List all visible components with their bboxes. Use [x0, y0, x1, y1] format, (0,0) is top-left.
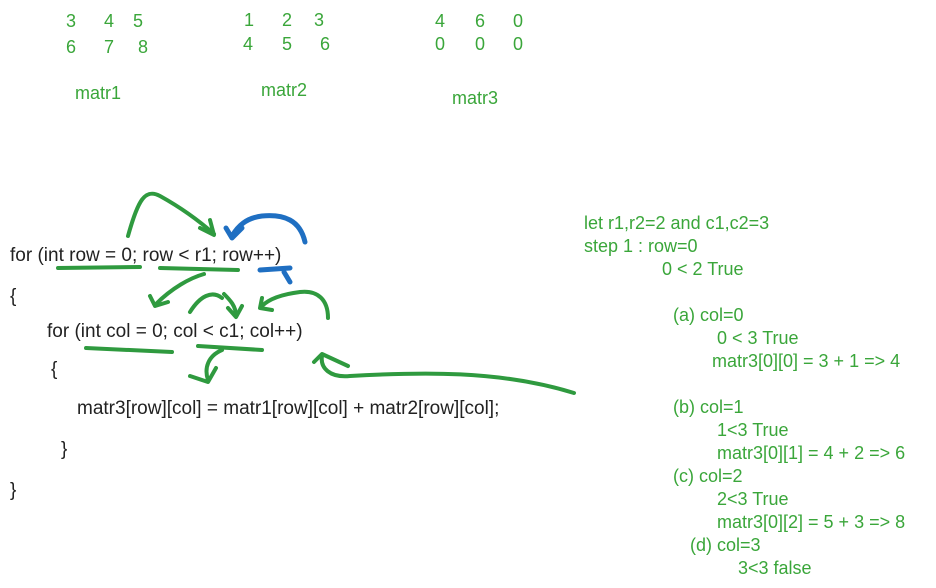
trace-b-result: matr3[0][1] = 4 + 2 => 6 [717, 443, 906, 463]
trace-given: let r1,r2=2 and c1,c2=3 [584, 213, 770, 233]
arrow-head-condition [198, 218, 216, 237]
matr2-cell-0-2: 3 [314, 10, 325, 30]
trace-a-col: (a) col=0 [673, 305, 744, 325]
matr2-cell-0-0: 1 [244, 10, 255, 30]
underline-col-cond [196, 344, 264, 352]
matr3-cell-0-0: 4 [435, 11, 446, 31]
underline-col-init [84, 346, 174, 354]
matr3-cell-0-2: 0 [513, 11, 524, 31]
matr1-cell-0-2: 5 [133, 11, 144, 31]
code-line-inner-open-brace: { [51, 359, 58, 380]
matr2-cell-1-2: 6 [320, 34, 331, 54]
arrow-head-body-return [312, 352, 350, 368]
matr3-cell-1-0: 0 [435, 34, 446, 54]
matr2-label: matr2 [261, 80, 308, 100]
trace-b-check: 1<3 True [717, 420, 789, 440]
trace-c-result: matr3[0][2] = 5 + 3 => 8 [717, 512, 906, 532]
matr1-cell-1-0: 6 [66, 37, 77, 57]
code-line-inner-close-brace: } [61, 439, 68, 460]
matr1-label: matr1 [75, 83, 122, 103]
trace-c-check: 2<3 True [717, 489, 789, 509]
arrow-inner-loop-b [222, 292, 238, 318]
matr3-cell-1-2: 0 [513, 34, 524, 54]
blue-hook-increment [281, 269, 293, 285]
arrow-head-inner-1 [148, 294, 170, 308]
arrow-increment-return [260, 289, 330, 320]
code-line-outer-open-brace: { [10, 286, 17, 307]
blue-arrow-increment-to-condition [229, 213, 308, 245]
matr1-cell-0-0: 3 [66, 11, 77, 31]
arrow-head-body [188, 366, 218, 384]
blue-underline-increment [257, 265, 293, 273]
matr3-cell-0-1: 6 [475, 11, 486, 31]
trace-row-check: 0 < 2 True [662, 259, 744, 279]
arrow-outer-to-inner [154, 272, 206, 306]
arrow-head-inner-2 [226, 304, 244, 319]
trace-a-result: matr3[0][0] = 3 + 1 => 4 [712, 351, 901, 371]
trace-a-check: 0 < 3 True [717, 328, 799, 348]
matr2-cell-1-1: 5 [282, 34, 293, 54]
arrow-init-to-condition [126, 191, 216, 238]
matr3-cell-1-1: 0 [475, 34, 486, 54]
matr1-cell-1-1: 7 [104, 37, 115, 57]
trace-d-check: 3<3 false [738, 558, 812, 578]
underline-row-init [56, 265, 142, 270]
trace-d-col: (d) col=3 [690, 535, 761, 555]
trace-c-col: (c) col=2 [673, 466, 743, 486]
arrow-body-return [319, 354, 576, 395]
underline-row-cond [158, 266, 240, 272]
blue-arrow-head-condition [223, 225, 245, 241]
matr3-label: matr3 [452, 88, 499, 108]
trace-b-col: (b) col=1 [673, 397, 744, 417]
trace-step-1: step 1 : row=0 [584, 236, 698, 256]
matr2-cell-0-1: 2 [282, 10, 293, 30]
arrow-inner-loop-a [188, 292, 224, 314]
code-line-outer-close-brace: } [10, 480, 17, 501]
matr1-cell-0-1: 4 [104, 11, 115, 31]
matr2-cell-1-0: 4 [243, 34, 254, 54]
arrow-to-body [204, 348, 224, 382]
matr1-cell-1-2: 8 [138, 37, 149, 57]
code-line-inner-for: for (int col = 0; col < c1; col++) [47, 321, 303, 342]
code-line-outer-for: for (int row = 0; row < r1; row++) [10, 245, 282, 266]
code-line-assignment: matr3[row][col] = matr1[row][col] + matr… [77, 398, 500, 419]
arrow-head-return [258, 296, 274, 312]
